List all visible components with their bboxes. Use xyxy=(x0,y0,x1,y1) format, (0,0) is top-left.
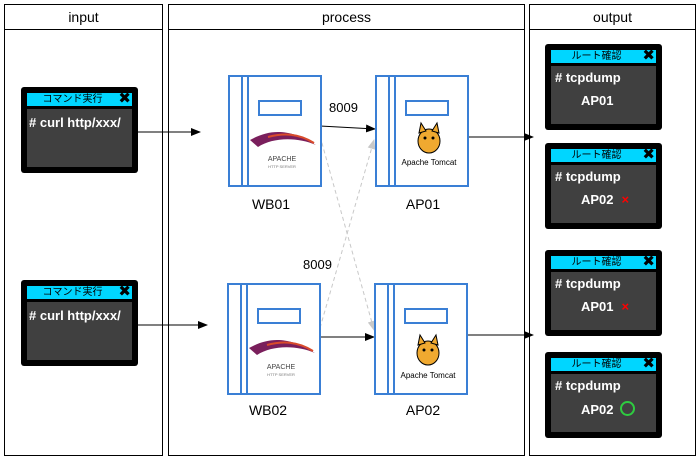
window-title: ルート確認 xyxy=(571,150,622,161)
output-panel: output xyxy=(529,4,696,456)
process-panel: process xyxy=(168,4,525,456)
result-line: AP01 × xyxy=(581,299,629,314)
window-titlebar: ルート確認 ✖ xyxy=(551,253,656,270)
window-title: ルート確認 xyxy=(571,359,622,370)
port-label-top: 8009 xyxy=(329,100,358,115)
command-window-2: コマンド実行 ✖ # curl http/xxx/ xyxy=(21,280,138,366)
command-text: # curl http/xxx/ xyxy=(29,115,121,130)
close-icon[interactable]: ✖ xyxy=(642,47,655,64)
terminal-body: # tcpdump AP02 × xyxy=(551,165,656,223)
ok-mark-icon xyxy=(619,401,635,416)
window-title: ルート確認 xyxy=(571,51,622,62)
wb02-server-icon: APACHE HTTP SERVER xyxy=(227,283,321,395)
apache-logo-text: APACHE xyxy=(267,364,296,371)
command-text: # tcpdump xyxy=(555,70,621,85)
window-titlebar: コマンド実行 ✖ xyxy=(27,283,132,300)
result-line: AP01 xyxy=(581,93,614,108)
dashed-wb02-to-ap01 xyxy=(319,139,376,329)
tomcat-logo-text: Apache Tomcat xyxy=(402,158,458,167)
result-window-3: ルート確認 ✖ # tcpdump AP01 × xyxy=(545,250,662,336)
window-titlebar: ルート確認 ✖ xyxy=(551,47,656,64)
wb02-label: WB02 xyxy=(248,402,288,418)
window-title: コマンド実行 xyxy=(42,287,103,298)
window-title: コマンド実行 xyxy=(42,94,103,105)
command-text: # tcpdump xyxy=(555,169,621,184)
result-target: AP02 xyxy=(581,192,614,207)
result-window-1: ルート確認 ✖ # tcpdump AP01 xyxy=(545,44,662,130)
terminal-body: # tcpdump AP01 xyxy=(551,66,656,124)
result-target: AP02 xyxy=(581,402,614,417)
close-icon[interactable]: ✖ xyxy=(642,253,655,270)
window-titlebar: ルート確認 ✖ xyxy=(551,355,656,372)
terminal-body: # curl http/xxx/ xyxy=(27,109,132,167)
port-label-middle: 8009 xyxy=(303,257,332,272)
input-panel: input xyxy=(4,4,163,456)
command-text: # tcpdump xyxy=(555,378,621,393)
window-title: ルート確認 xyxy=(571,257,622,268)
terminal-body: # curl http/xxx/ xyxy=(27,302,132,360)
window-titlebar: コマンド実行 ✖ xyxy=(27,90,132,107)
process-panel-title: process xyxy=(169,5,524,30)
apache-logo-subtext: HTTP SERVER xyxy=(268,164,296,169)
wb01-server-icon: APACHE HTTP SERVER xyxy=(228,75,322,187)
ap02-server-icon: Apache Tomcat xyxy=(374,283,468,395)
output-panel-title: output xyxy=(530,5,695,30)
ap01-label: AP01 xyxy=(405,196,441,212)
command-text: # tcpdump xyxy=(555,276,621,291)
close-icon[interactable]: ✖ xyxy=(118,90,131,107)
terminal-body: # tcpdump AP02 xyxy=(551,374,656,432)
arrow-wb01-to-ap01 xyxy=(319,124,376,133)
ap01-server-icon: Apache Tomcat xyxy=(375,75,469,187)
close-icon[interactable]: ✖ xyxy=(642,355,655,372)
window-titlebar: ルート確認 ✖ xyxy=(551,146,656,163)
result-target: AP01 xyxy=(581,93,614,108)
result-target: AP01 xyxy=(581,299,614,314)
result-window-4: ルート確認 ✖ # tcpdump AP02 xyxy=(545,352,662,438)
apache-logo-subtext: HTTP SERVER xyxy=(267,372,295,377)
terminal-body: # tcpdump AP01 × xyxy=(551,272,656,330)
result-line: AP02 xyxy=(581,401,635,417)
close-icon[interactable]: ✖ xyxy=(118,283,131,300)
fail-mark-icon: × xyxy=(621,299,630,314)
wb01-label: WB01 xyxy=(251,196,291,212)
result-window-2: ルート確認 ✖ # tcpdump AP02 × xyxy=(545,143,662,229)
tomcat-logo-text: Apache Tomcat xyxy=(401,371,457,380)
close-icon[interactable]: ✖ xyxy=(642,146,655,163)
apache-logo-text: APACHE xyxy=(268,156,297,163)
fail-mark-icon: × xyxy=(621,192,630,207)
ap02-label: AP02 xyxy=(405,402,441,418)
result-line: AP02 × xyxy=(581,192,629,207)
command-window-1: コマンド実行 ✖ # curl http/xxx/ xyxy=(21,87,138,173)
command-text: # curl http/xxx/ xyxy=(29,308,121,323)
input-panel-title: input xyxy=(5,5,162,30)
